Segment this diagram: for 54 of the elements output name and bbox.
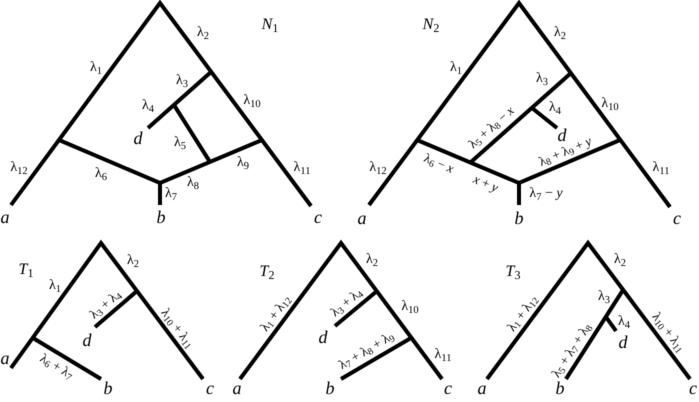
leaf-label: b <box>104 379 112 397</box>
branch-length-label: λ$_{5}$ <box>174 136 186 150</box>
leaf-label: a <box>0 208 10 226</box>
branch-length-label: λ$_{11}$ <box>294 161 310 175</box>
panel-title: N$_{1}$ <box>262 17 278 33</box>
branch-length-label: λ$_{1}$ <box>48 279 62 293</box>
leaf-label: b <box>156 208 166 226</box>
panel-title: N$_{2}$ <box>422 17 440 33</box>
panel-title: T$_{1}$ <box>18 262 34 278</box>
leaf-label: c <box>673 209 681 227</box>
branch-length-label: λ$_{9}$ <box>236 156 250 170</box>
branch-length-label: λ$_{1}$ <box>450 61 462 75</box>
branch-length-label: λ$_{4}$ <box>618 315 630 329</box>
branch-length-label: λ$_{4}$ <box>548 101 562 115</box>
branch-length-label: λ$_{11}$ <box>434 348 452 362</box>
leaf-label: a <box>0 349 10 367</box>
branch-length-label: λ$_{3}$ <box>598 290 610 304</box>
branch-length-label: λ$_{11}$ <box>652 161 670 175</box>
branch-length-label: λ$_{10}$ <box>243 94 261 108</box>
branch-length-label: λ$_{7}$ <box>164 187 178 201</box>
branch-length-label: λ$_{2}$ <box>196 26 210 40</box>
leaf-label: d <box>134 129 142 147</box>
leaf-label: b <box>556 379 564 397</box>
branch-length-label: λ$_{3}$ <box>536 72 548 86</box>
branch-length-label: x + y <box>472 172 500 194</box>
leaf-label: d <box>318 328 328 346</box>
panel-title: T$_{3}$ <box>506 264 520 280</box>
branch-length-label: λ$_{4}$ <box>142 99 154 113</box>
leaf-label: a <box>358 209 366 227</box>
leaf-label: d <box>82 331 92 349</box>
branch-length-label: λ$_{2}$ <box>554 26 566 40</box>
branch-length-label: λ$_{2}$ <box>366 253 378 267</box>
leaf-label: a <box>232 379 242 397</box>
leaf-label: c <box>314 208 322 226</box>
leaf-label: c <box>444 379 452 397</box>
branch-length-label: λ$_{8}$ <box>186 176 200 190</box>
branch-length-label: λ$_{6}$ <box>94 167 108 181</box>
leaf-label: c <box>206 379 214 397</box>
branch-length-label: λ$_{1}$ <box>90 61 102 75</box>
branch-length-label: λ$_{12}$ <box>10 161 28 175</box>
leaf-label: a <box>478 379 486 397</box>
branch-length-label: λ$_{10}$ <box>601 97 619 111</box>
branch-length-label: λ$_{7}$ − y <box>529 187 563 201</box>
leaf-label: b <box>514 209 524 227</box>
branch-length-label: λ$_{12}$ <box>369 161 387 175</box>
branch-length-label: λ$_{3}$ <box>176 74 188 88</box>
leaf-label: d <box>558 126 566 144</box>
branch-length-label: λ$_{2}$ <box>126 254 140 268</box>
leaf-label: c <box>689 379 697 397</box>
branch-length-label: λ$_{2}$ <box>614 253 626 267</box>
panel-title: T$_{2}$ <box>260 264 274 280</box>
branch-length-label: λ$_{10}$ <box>401 300 419 314</box>
leaf-label: b <box>326 379 334 397</box>
leaf-label: d <box>618 333 628 351</box>
